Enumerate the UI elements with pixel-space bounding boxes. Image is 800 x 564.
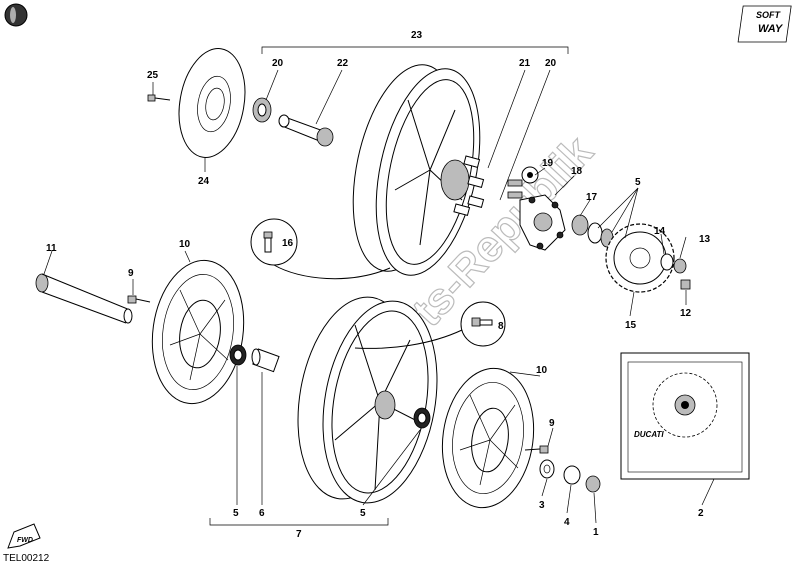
callout-21: 21 (519, 58, 531, 69)
brand-logo: SOFT WAY (737, 5, 792, 43)
callout-11: 11 (46, 243, 57, 254)
front-wheel (297, 296, 438, 504)
front-bearing-right (413, 407, 431, 429)
rear-brake-disc (178, 48, 246, 158)
callout-17: 17 (586, 192, 598, 203)
disc-bolt (147, 94, 171, 102)
callout-9-right: 9 (549, 418, 555, 429)
callout-8: 8 (498, 321, 504, 332)
rear-sprocket (605, 223, 675, 293)
callout-20: 20 (272, 58, 284, 69)
callout-5-front-left: 5 (233, 508, 239, 519)
callout-4: 4 (564, 517, 570, 528)
detail-bubble-8 (354, 301, 506, 349)
rear-wheel (352, 64, 485, 276)
callout-18: 18 (571, 166, 583, 177)
front-axle (35, 273, 133, 324)
front-brake-disc-right (441, 367, 535, 509)
callout-15: 15 (625, 320, 637, 331)
callout-2: 2 (698, 508, 704, 519)
front-axle-hardware (539, 459, 601, 493)
callout-19: 19 (542, 158, 554, 169)
front-direction-marker: FWD (7, 523, 41, 549)
callout-5-front-right: 5 (360, 508, 366, 519)
callout-6: 6 (259, 508, 265, 519)
detail-bubble-16 (250, 218, 391, 280)
bracket-23 (261, 46, 569, 54)
callout-5-rear: 5 (635, 177, 641, 188)
callout-16: 16 (282, 238, 294, 249)
callout-3: 3 (539, 500, 545, 511)
drawing-code: TEL00212 (3, 553, 50, 564)
callout-23: 23 (411, 30, 423, 41)
callout-14: 14 (654, 226, 666, 237)
front-spacer (251, 348, 280, 373)
rear-axle-sleeve (278, 114, 334, 147)
bracket-7 (209, 518, 389, 526)
callout-10-left: 10 (179, 239, 191, 250)
callout-25: 25 (147, 70, 159, 81)
front-brake-disc-left (151, 259, 245, 405)
callout-12: 12 (680, 308, 692, 319)
callout-7: 7 (296, 529, 302, 540)
callout-20-b: 20 (545, 58, 557, 69)
callout-13: 13 (699, 234, 711, 245)
gear-icon (521, 166, 539, 184)
brand-logo-top: SOFT (756, 10, 782, 20)
sprocket-nut (660, 253, 691, 290)
callout-10-right: 10 (536, 365, 548, 376)
leader-lines (43, 69, 715, 524)
callout-22: 22 (337, 58, 349, 69)
brand-logo-bottom: WAY (758, 23, 784, 35)
hub-studs (453, 155, 485, 216)
callout-1: 1 (593, 527, 599, 538)
sprocket-carrier (519, 194, 566, 251)
corner-badge-icon (4, 3, 28, 27)
front-disc-bolt-left (127, 295, 151, 304)
decal-sheet: DUCATI (620, 352, 750, 480)
callout-24: 24 (198, 176, 210, 187)
front-bearing-left (229, 344, 247, 366)
decal-text: DUCATI (634, 430, 664, 439)
rear-spacer (252, 97, 272, 123)
callout-9-left: 9 (128, 268, 134, 279)
callouts: 23 20 22 21 20 25 24 19 18 17 5 16 14 13… (46, 30, 711, 540)
front-marker-text: FWD (17, 537, 33, 544)
carrier-bolts (507, 179, 523, 199)
front-disc-bolt-right (524, 445, 549, 454)
rear-bearings (571, 214, 614, 248)
